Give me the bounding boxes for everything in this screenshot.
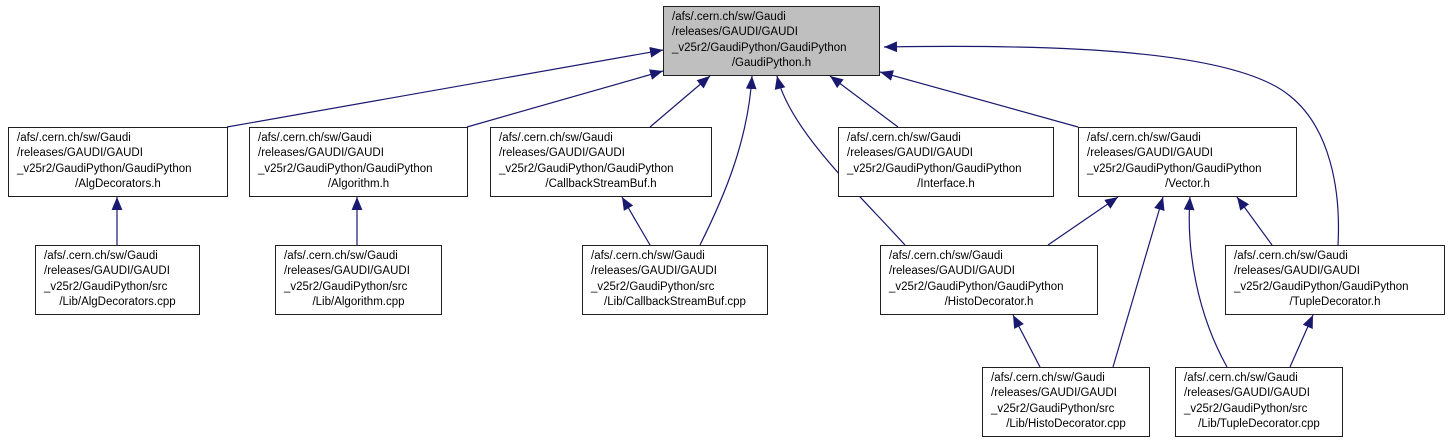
edge-callback-stream-buf-cpp-to-callback-stream-buf-h xyxy=(621,196,651,246)
node-path-line: /afs/.cern.ch/sw/Gaudi xyxy=(591,250,705,262)
edge-histo-decorator-h-to-gaudipython-h xyxy=(774,75,906,246)
node-path-line: /releases/GAUDI/GAUDI xyxy=(1234,265,1360,278)
node-path-line: /afs/.cern.ch/sw/Gaudi xyxy=(889,250,1003,262)
edge-histo-decorator-cpp-to-vector-h xyxy=(1112,196,1165,368)
node-file-name: /Lib/AlgDecorators.cpp xyxy=(59,295,176,308)
edge-tuple-decorator-cpp-to-vector-h xyxy=(1183,196,1228,368)
edge-histo-decorator-cpp-to-histo-decorator-h xyxy=(1012,314,1041,368)
node-path-line: _v25r2/GaudiPython/GaudiPython xyxy=(1234,280,1409,293)
node-path-line: _v25r2/GaudiPython/GaudiPython xyxy=(17,162,192,175)
node-path-line: /releases/GAUDI/GAUDI xyxy=(672,26,798,39)
node-file-name: /Vector.h xyxy=(1165,177,1210,190)
node-path-line: /afs/.cern.ch/sw/Gaudi xyxy=(284,250,398,262)
node-file-name: /HistoDecorator.h xyxy=(944,295,1034,308)
edge-callback-stream-buf-h-to-gaudipython-h xyxy=(649,75,711,128)
node-path-line: _v25r2/GaudiPython/GaudiPython xyxy=(889,280,1064,293)
node-alg-decorators-h[interactable]: /afs/.cern.ch/sw/Gaudi /releases/GAUDI/G… xyxy=(8,127,228,197)
node-path-line: /afs/.cern.ch/sw/Gaudi xyxy=(991,372,1105,384)
node-file-name: /Lib/Algorithm.cpp xyxy=(312,295,405,308)
node-path-line: /releases/GAUDI/GAUDI xyxy=(17,147,143,160)
node-path-line: /releases/GAUDI/GAUDI xyxy=(258,147,384,160)
node-path-line: _v25r2/GaudiPython/GaudiPython xyxy=(847,162,1022,175)
node-path-line: _v25r2/GaudiPython/GaudiPython xyxy=(1087,162,1262,175)
node-path-line: /afs/.cern.ch/sw/Gaudi xyxy=(258,132,372,144)
node-path-line: /afs/.cern.ch/sw/Gaudi xyxy=(1234,250,1348,262)
node-vector-h[interactable]: /afs/.cern.ch/sw/Gaudi /releases/GAUDI/G… xyxy=(1078,127,1297,197)
node-path-line: _v25r2/GaudiPython/src xyxy=(991,402,1115,415)
node-file-name: /TupleDecorator.h xyxy=(1289,295,1381,308)
node-file-name: /Interface.h xyxy=(917,177,975,190)
node-path-line: /releases/GAUDI/GAUDI xyxy=(44,265,170,278)
node-interface-h[interactable]: /afs/.cern.ch/sw/Gaudi /releases/GAUDI/G… xyxy=(838,127,1054,197)
node-callback-stream-buf-cpp[interactable]: /afs/.cern.ch/sw/Gaudi /releases/GAUDI/G… xyxy=(582,245,768,315)
node-algorithm-h[interactable]: /afs/.cern.ch/sw/Gaudi /releases/GAUDI/G… xyxy=(249,127,468,197)
node-path-line: /afs/.cern.ch/sw/Gaudi xyxy=(1184,372,1298,384)
edge-callback-stream-buf-cpp-to-gaudipython-h xyxy=(699,75,757,246)
edge-interface-h-to-gaudipython-h xyxy=(829,75,899,128)
node-path-line: /afs/.cern.ch/sw/Gaudi xyxy=(499,132,613,144)
node-path-line: _v25r2/GaudiPython/GaudiPython xyxy=(499,162,674,175)
node-path-line: /afs/.cern.ch/sw/Gaudi xyxy=(1087,132,1201,144)
node-path-line: /afs/.cern.ch/sw/Gaudi xyxy=(672,11,786,23)
node-path-line: /releases/GAUDI/GAUDI xyxy=(1184,387,1310,400)
node-path-line: /releases/GAUDI/GAUDI xyxy=(991,387,1117,400)
node-path-line: /releases/GAUDI/GAUDI xyxy=(284,265,410,278)
node-path-line: /releases/GAUDI/GAUDI xyxy=(1087,147,1213,160)
edge-vector-h-to-gaudipython-h xyxy=(879,70,1079,128)
node-alg-decorators-cpp[interactable]: /afs/.cern.ch/sw/Gaudi /releases/GAUDI/G… xyxy=(35,245,200,315)
node-path-line: /releases/GAUDI/GAUDI xyxy=(591,265,717,278)
node-file-name: /Lib/HistoDecorator.cpp xyxy=(1006,417,1126,430)
node-file-name: /GaudiPython.h xyxy=(731,56,812,69)
node-file-name: /Lib/TupleDecorator.cpp xyxy=(1198,417,1320,430)
node-file-name: /CallbackStreamBuf.h xyxy=(545,177,657,190)
edge-tuple-decorator-cpp-to-tuple-decorator-h xyxy=(1289,314,1314,368)
node-histo-decorator-h[interactable]: /afs/.cern.ch/sw/Gaudi /releases/GAUDI/G… xyxy=(880,245,1098,315)
node-callback-stream-buf-h[interactable]: /afs/.cern.ch/sw/Gaudi /releases/GAUDI/G… xyxy=(490,127,712,197)
node-path-line: _v25r2/GaudiPython/src xyxy=(44,280,168,293)
node-path-line: /releases/GAUDI/GAUDI xyxy=(499,147,625,160)
edge-histo-decorator-h-to-vector-h xyxy=(1047,196,1119,246)
edge-tuple-decorator-h-to-gaudipython-h xyxy=(883,41,1340,246)
node-path-line: _v25r2/GaudiPython/src xyxy=(591,280,715,293)
node-file-name: /Lib/CallbackStreamBuf.cpp xyxy=(604,295,746,308)
node-path-line: /releases/GAUDI/GAUDI xyxy=(889,265,1015,278)
edge-tuple-decorator-h-to-vector-h xyxy=(1236,196,1273,246)
node-histo-decorator-cpp[interactable]: /afs/.cern.ch/sw/Gaudi /releases/GAUDI/G… xyxy=(982,367,1150,437)
node-tuple-decorator-h[interactable]: /afs/.cern.ch/sw/Gaudi /releases/GAUDI/G… xyxy=(1225,245,1445,315)
node-tuple-decorator-cpp[interactable]: /afs/.cern.ch/sw/Gaudi /releases/GAUDI/G… xyxy=(1175,367,1343,437)
node-algorithm-cpp[interactable]: /afs/.cern.ch/sw/Gaudi /releases/GAUDI/G… xyxy=(275,245,442,315)
edge-alg-decorators-h-to-gaudipython-h xyxy=(226,46,664,128)
node-path-line: /afs/.cern.ch/sw/Gaudi xyxy=(17,132,131,144)
node-path-line: /afs/.cern.ch/sw/Gaudi xyxy=(847,132,961,144)
node-path-line: /afs/.cern.ch/sw/Gaudi xyxy=(44,250,158,262)
node-file-name: /Algorithm.h xyxy=(327,177,390,190)
node-path-line: _v25r2/GaudiPython/GaudiPython xyxy=(672,41,847,54)
node-path-line: _v25r2/GaudiPython/GaudiPython xyxy=(258,162,433,175)
node-path-line: _v25r2/GaudiPython/src xyxy=(284,280,408,293)
node-path-line: _v25r2/GaudiPython/src xyxy=(1184,402,1308,415)
edge-algorithm-h-to-gaudipython-h xyxy=(466,69,664,128)
node-file-name: /AlgDecorators.h xyxy=(75,177,161,190)
node-gaudipython-h: /afs/.cern.ch/sw/Gaudi /releases/GAUDI/G… xyxy=(663,6,880,76)
node-path-line: /releases/GAUDI/GAUDI xyxy=(847,147,973,160)
